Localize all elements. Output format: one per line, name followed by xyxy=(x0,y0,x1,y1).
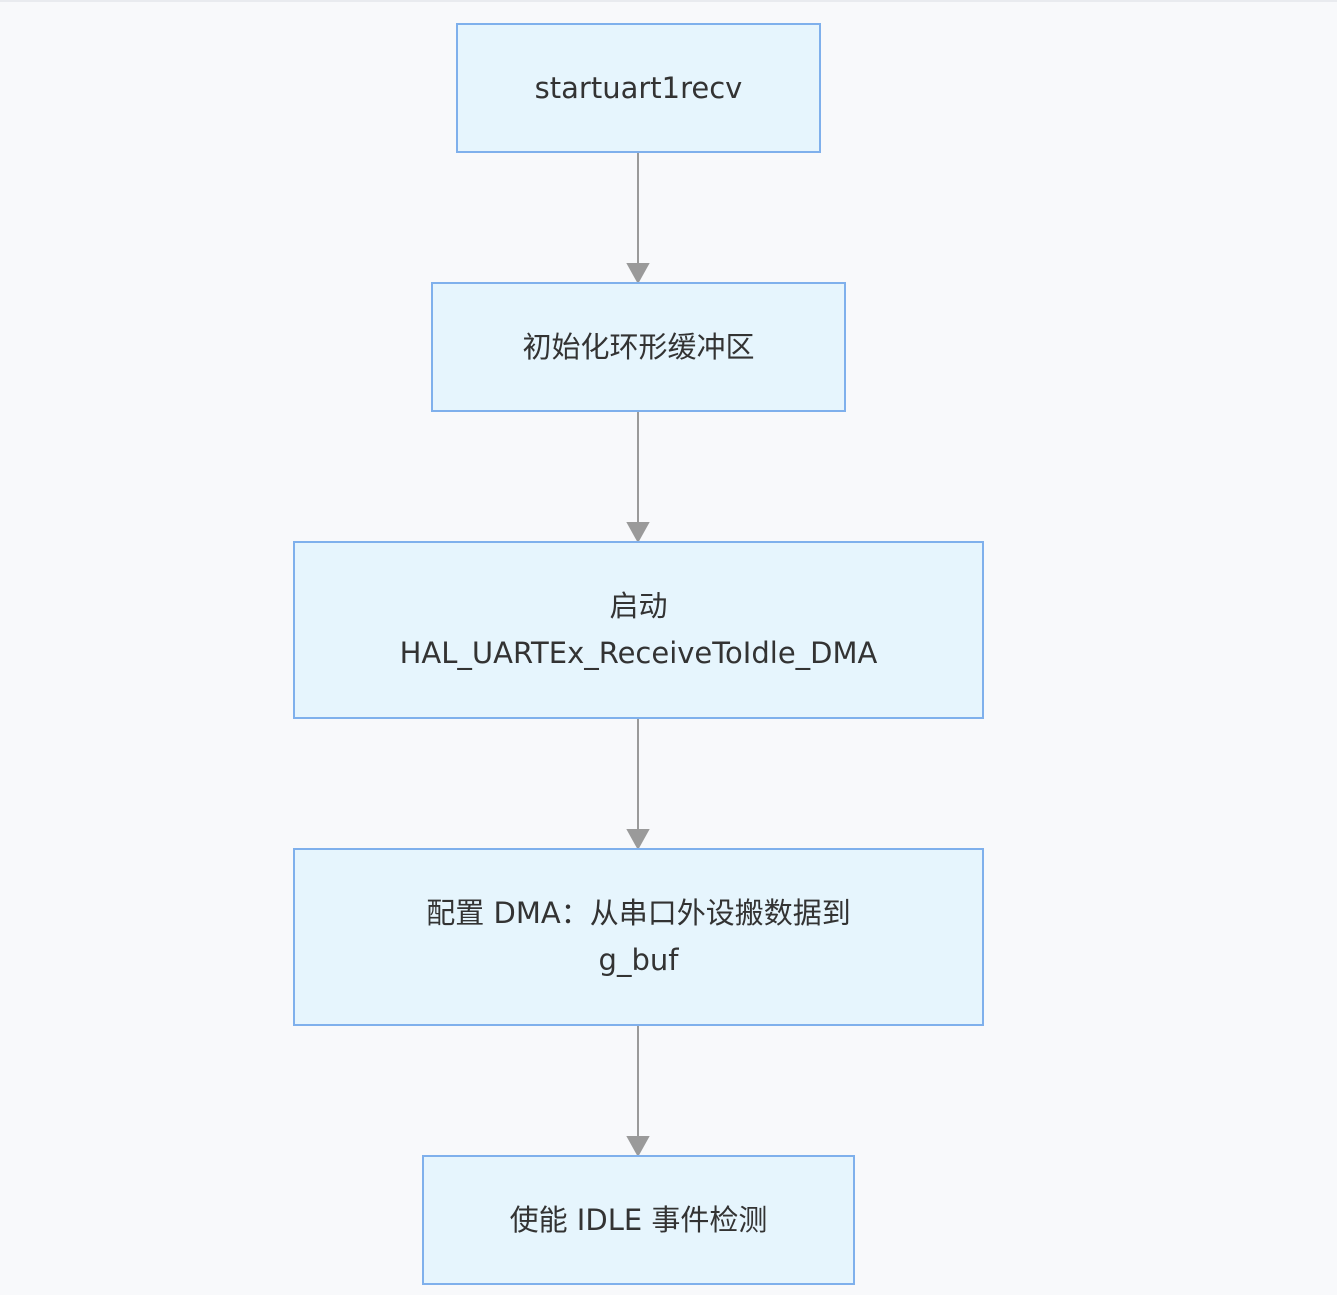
top-divider xyxy=(0,0,1337,2)
node-startuart1recv: startuart1recv xyxy=(456,23,821,153)
edge-n4-n5-arrowhead xyxy=(626,1136,650,1158)
node-config-dma: 配置 DMA：从串口外设搬数据到 g_buf xyxy=(293,848,984,1026)
edge-n2-n3-arrowhead xyxy=(626,522,650,544)
node-label-line-2: g_buf xyxy=(598,943,679,977)
edge-n1-n2-arrowhead xyxy=(626,263,650,285)
node-label-line-1: 配置 DMA：从串口外设搬数据到 xyxy=(426,896,851,930)
node-label-line-1: 启动 xyxy=(609,589,668,623)
edge-n3-n4-arrowhead xyxy=(626,829,650,851)
node-init-ring-buffer: 初始化环形缓冲区 xyxy=(431,282,846,412)
node-label: startuart1recv xyxy=(534,70,743,105)
node-start-dma-receive: 启动 HAL_UARTEx_ReceiveToIdle_DMA xyxy=(293,541,984,719)
node-label-line-2: HAL_UARTEx_ReceiveToIdle_DMA xyxy=(399,636,878,670)
node-enable-idle-detect: 使能 IDLE 事件检测 xyxy=(422,1155,855,1285)
node-label: 使能 IDLE 事件检测 xyxy=(509,1202,768,1237)
node-label: 初始化环形缓冲区 xyxy=(522,329,755,364)
